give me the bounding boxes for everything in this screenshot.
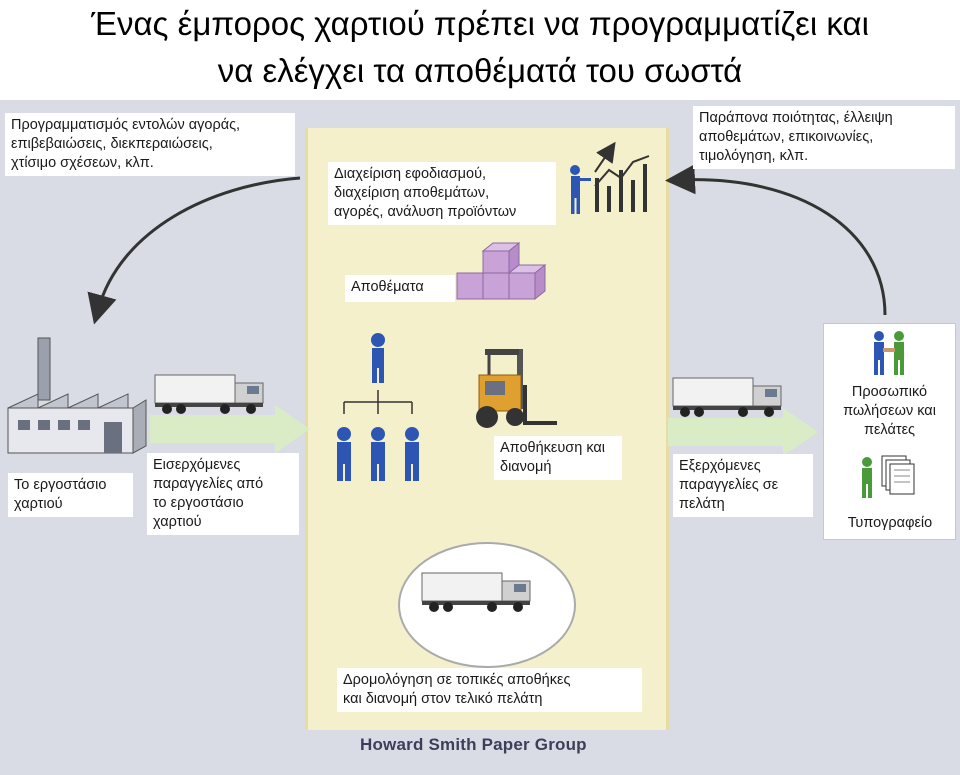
label-sales-staff: Προσωπικό πωλήσεων και πελάτες xyxy=(826,380,953,443)
bar-chart-icon xyxy=(570,155,650,214)
truck-icon xyxy=(154,374,264,414)
label-complaints: Παράπονα ποιότητας, έλλειψη αποθεμάτων, … xyxy=(693,106,955,169)
label-purchasing: Προγραμματισμός εντολών αγοράς, επιβεβαι… xyxy=(5,113,295,176)
label-printer: Τυπογραφείο xyxy=(830,511,950,536)
label-storage-distribution: Αποθήκευση και διανομή xyxy=(494,436,622,480)
label-incoming-orders: Εισερχόμενες παραγγελίες από το εργοστάσ… xyxy=(147,453,299,535)
documents-icon xyxy=(862,455,915,498)
label-outgoing-orders: Εξερχόμενες παραγγελίες σε πελάτη xyxy=(673,454,813,517)
factory-icon xyxy=(7,337,147,454)
label-paper-mill: Το εργοστάσιο χαρτιού xyxy=(8,473,133,517)
flow-arrow-incoming xyxy=(150,405,310,453)
title-line-1: Ένας έμπορος χαρτιού πρέπει να προγραμμα… xyxy=(91,5,869,42)
company-logo: Howard Smith Paper Group xyxy=(360,735,587,754)
truck-icon xyxy=(672,377,782,417)
title-line-2: να ελέγχει τα αποθέματά του σωστά xyxy=(217,52,743,89)
label-routing: Δρομολόγηση σε τοπικές αποθήκες και διαν… xyxy=(337,668,642,712)
boxes-icon xyxy=(456,241,547,301)
truck-icon xyxy=(421,572,531,612)
forklift-icon xyxy=(476,349,557,428)
flow-arrow-outgoing xyxy=(668,408,818,456)
label-supply-management: Διαχείριση εφοδιασμού, διαχείριση αποθεμ… xyxy=(328,162,556,225)
handshake-icon xyxy=(874,331,904,375)
person-icon xyxy=(337,333,419,481)
page-title: Ένας έμπορος χαρτιού πρέπει να προγραμμα… xyxy=(0,0,960,94)
label-inventory: Αποθέματα xyxy=(345,275,455,302)
